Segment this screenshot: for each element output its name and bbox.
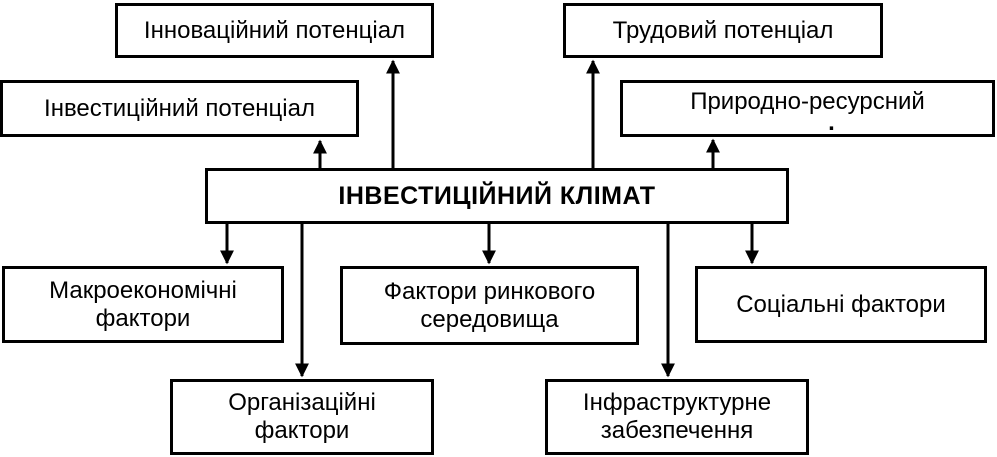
node-investment-potential: Інвестиційний потенціал xyxy=(0,80,359,137)
node-market-environment-factors: Фактори ринкового середовища xyxy=(340,266,639,345)
diagram-title: ІНВЕСТИЦІЙНИЙ КЛІМАТ xyxy=(338,182,656,210)
node-label: Природно-ресурсний xyxy=(690,87,925,115)
node-label: Інвестиційний потенціал xyxy=(44,94,315,122)
node-labor-potential: Трудовий потенціал xyxy=(563,3,883,58)
node-label: Організаційні фактори xyxy=(228,389,376,444)
node-label: Соціальні фактори xyxy=(736,290,946,318)
node-label: Трудовий потенціал xyxy=(612,16,834,44)
node-social-factors: Соціальні фактори xyxy=(695,266,987,343)
node-organizational-factors: Організаційні фактори xyxy=(170,379,434,455)
node-infrastructure-support: Інфраструктурне забезпечення xyxy=(545,379,809,455)
node-label: Інфраструктурне забезпечення xyxy=(582,389,772,444)
node-innovation-potential: Інноваційний потенціал xyxy=(115,3,434,58)
node-label: Фактори ринкового середовища xyxy=(383,277,596,333)
node-natural-resource-potential: Природно-ресурсний . xyxy=(620,80,995,137)
node-label: Інноваційний потенціал xyxy=(143,16,406,44)
node-macroeconomic-factors: Макроекономічні фактори xyxy=(2,266,284,343)
node-investment-climate: ІНВЕСТИЦІЙНИЙ КЛІМАТ xyxy=(205,168,789,224)
node-label: Макроекономічні фактори xyxy=(49,276,237,332)
stray-dot: . xyxy=(828,108,835,136)
